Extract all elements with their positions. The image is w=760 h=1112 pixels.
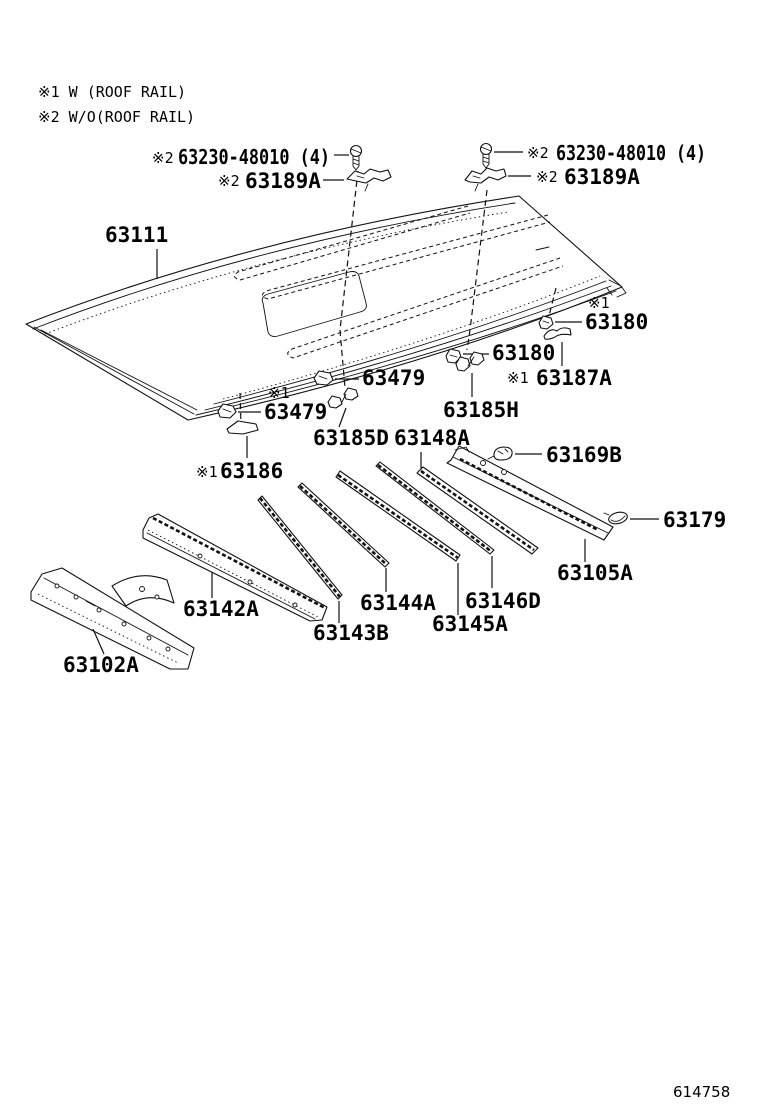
bow-63105a-drawing	[446, 445, 614, 541]
label-63479-right: 63479	[362, 366, 425, 390]
label-clip189-left-mark: ※2	[218, 172, 240, 190]
leader-63102a	[92, 628, 105, 655]
label-63144a: 63144A	[360, 591, 436, 615]
bow-63142a-drawing	[142, 513, 328, 622]
label-63186-mark: ※1	[196, 463, 218, 481]
label-63105a: 63105A	[557, 561, 633, 585]
label-63180-right: 63180	[585, 310, 648, 334]
label-63146d: 63146D	[465, 589, 541, 613]
label-bolt-right: 63230-48010 (4)	[556, 141, 706, 165]
label-63102a: 63102A	[63, 653, 139, 677]
label-63169b: 63169B	[546, 443, 622, 467]
label-clip189-left: 63189A	[245, 169, 321, 193]
label-63186: 63186	[220, 459, 283, 483]
fastener-line-left	[339, 170, 359, 389]
note-no-roof-rail: ※2 W/O(ROOF RAIL)	[38, 108, 195, 126]
bow-63144a-drawing	[297, 482, 390, 568]
label-63185d: 63185D	[313, 426, 389, 450]
bracket-63185d-icon	[327, 387, 359, 409]
label-bolt-left: 63230-48010 (4)	[178, 145, 330, 169]
clip-63169b-icon	[487, 446, 513, 461]
grommet-63179-icon	[603, 511, 628, 525]
bracket-63185h-icon	[455, 351, 485, 372]
clip-63479-right-icon	[313, 370, 334, 386]
label-63479-left: 63479	[264, 400, 327, 424]
clip-icon	[464, 167, 507, 192]
bow-63145a-drawing	[335, 470, 461, 562]
bracket-63187a-icon	[543, 327, 572, 340]
label-63142a: 63142A	[183, 597, 259, 621]
diagram-code: 614758	[673, 1083, 730, 1101]
label-63111: 63111	[105, 223, 168, 247]
note-roof-rail: ※1 W (ROOF RAIL)	[38, 83, 186, 101]
label-63185h: 63185H	[443, 398, 519, 422]
leader-63185d	[338, 407, 347, 428]
label-63187a: 63187A	[536, 366, 612, 390]
screw-icon	[349, 144, 363, 171]
label-63187a-mark: ※1	[507, 369, 529, 387]
fastener-line-63186	[239, 392, 242, 425]
clip-63180-right-icon	[538, 315, 554, 330]
header-63102a-drawing	[30, 567, 195, 670]
label-63180-right-mark: ※1	[588, 294, 610, 312]
label-bolt-right-mark: ※2	[527, 144, 549, 162]
bracket-63186-icon	[226, 420, 259, 435]
bow-63146d-drawing	[375, 461, 495, 555]
bow-63143b-drawing	[257, 495, 343, 600]
clip-icon	[346, 168, 392, 192]
screw-icon	[479, 142, 493, 169]
label-bolt-left-mark: ※2	[152, 149, 174, 167]
label-63145a: 63145A	[432, 612, 508, 636]
clip-63479-left-icon	[217, 403, 237, 419]
fastener-line-63180	[548, 287, 557, 317]
label-63148a: 63148A	[394, 426, 470, 450]
label-63143b: 63143B	[313, 621, 389, 645]
label-63180-center: 63180	[492, 341, 555, 365]
label-clip189-right-mark: ※2	[536, 168, 558, 186]
label-clip189-right: 63189A	[564, 165, 640, 189]
roof-panel-drawing	[25, 195, 627, 421]
label-63479-left-mark: ※1	[268, 384, 290, 402]
fastener-line-right	[466, 189, 488, 351]
label-63179: 63179	[663, 508, 726, 532]
